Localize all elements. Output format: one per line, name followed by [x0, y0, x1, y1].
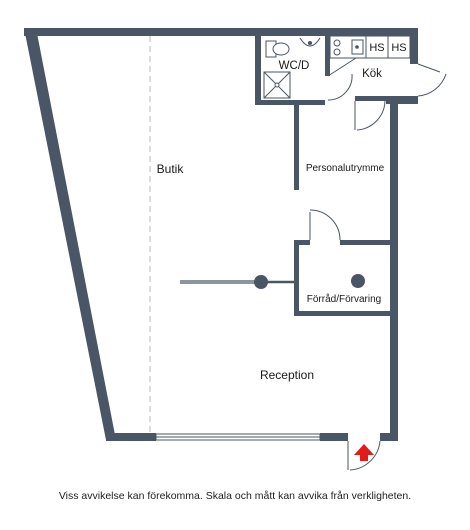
column-storage: [351, 274, 365, 288]
wall-right-top: [410, 28, 418, 64]
wall-kitchen-bottom: [355, 96, 390, 101]
wall-wc-bottom: [255, 100, 325, 105]
doors: [309, 57, 447, 471]
interior-walls: [255, 36, 390, 316]
sink-icon: [351, 39, 364, 55]
door-wc: [327, 57, 357, 101]
wall-kitchen-corner: [386, 96, 418, 104]
shower-icon: [263, 71, 291, 99]
wc-fixtures: [263, 37, 321, 99]
wall-wc-kitchen: [325, 36, 330, 76]
entrance-arrow-icon: [354, 444, 374, 461]
cabinet-label-1: HS: [369, 42, 384, 54]
wall-storage-left: [294, 240, 299, 316]
room-label-storage: Förråd/Förvaring: [307, 293, 381, 305]
room-label-kitchen: Kök: [362, 68, 382, 80]
door-kitchen-inner: [354, 100, 386, 131]
window-bottom: [155, 433, 321, 441]
room-label-shop: Butik: [157, 162, 185, 176]
wall-left-slanted: [24, 28, 116, 440]
wall-storage-top-left: [294, 240, 310, 245]
kitchen-fixtures: [329, 35, 411, 59]
door-entrance: [347, 440, 381, 471]
wall-storage-bottom: [294, 311, 390, 316]
room-label-reception: Reception: [260, 368, 314, 382]
toilet-icon: [265, 40, 290, 58]
wall-staff-left: [294, 104, 299, 190]
cabinet-box-2: [387, 35, 411, 59]
cabinet-label-2: HS: [391, 42, 406, 54]
column-left: [254, 275, 268, 289]
wall-top: [24, 28, 416, 36]
sink-icon: [299, 37, 321, 47]
stove-icon: [333, 39, 341, 56]
partition-rail: [180, 274, 365, 289]
wall-right: [390, 100, 398, 441]
door-kitchen-exterior: [417, 63, 447, 97]
room-label-wc: WC/D: [279, 60, 310, 72]
wall-wc-left: [255, 36, 261, 104]
door-storage: [309, 209, 341, 241]
room-label-staff: Personalutrymme: [306, 163, 385, 174]
disclaimer-text: Viss avvikelse kan förekomma. Skala och …: [58, 490, 412, 502]
wall-bottom-far-right: [380, 433, 398, 441]
wall-bottom-left: [106, 433, 156, 441]
exterior-walls: [24, 28, 418, 441]
wall-storage-top-right: [340, 240, 390, 245]
wall-bottom-right: [320, 433, 348, 441]
